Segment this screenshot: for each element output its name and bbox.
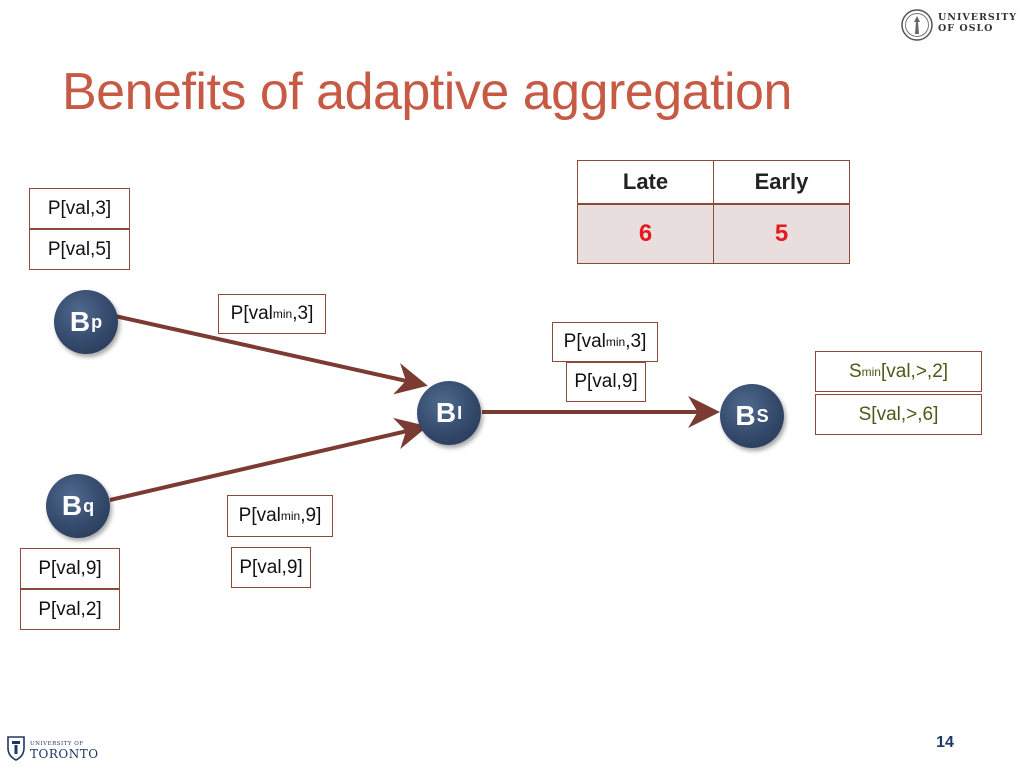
node-bq-base: B — [61, 490, 83, 521]
node-bp-sub: p — [91, 311, 103, 332]
node-bq-sub: q — [83, 495, 95, 516]
table-value-late: 6 — [577, 203, 714, 264]
oslo-seal-icon — [901, 9, 933, 41]
edge-pi-label-post: ,3] — [292, 303, 314, 324]
node-bs-sub: S — [756, 405, 769, 426]
edge-qi-label-sub: min — [280, 509, 301, 523]
bs-label-top-post: [val,>,2] — [880, 360, 949, 382]
table-row: 6 5 — [577, 203, 850, 264]
node-bi-sub: I — [457, 402, 463, 423]
toronto-crest-icon — [7, 736, 25, 761]
edge-qi-label-post: ,9] — [300, 505, 322, 526]
bq-label-top: P[val,9] — [20, 548, 120, 589]
slide-title: Benefits of adaptive aggregation — [62, 63, 792, 121]
toronto-small-text: UNIVERSITY OF — [30, 741, 84, 747]
table-header-late: Late — [577, 160, 714, 205]
bs-label-top-pre: S — [848, 360, 862, 382]
toronto-big-text: TORONTO — [30, 747, 99, 761]
university-of-toronto-logo: UNIVERSITY OF TORONTO — [6, 733, 106, 763]
node-bp-base: B — [69, 306, 91, 337]
bp-label-top: P[val,3] — [29, 188, 130, 229]
bs-label-bottom: S[val,>,6] — [815, 394, 982, 435]
edge-pi-label-pre: P[val — [230, 303, 273, 324]
page-number: 14 — [936, 734, 954, 751]
edge-is-label-post: ,3] — [625, 331, 647, 352]
table-value-early: 5 — [713, 203, 850, 264]
table-header-row: Late Early — [577, 160, 850, 205]
bq-label-bottom: P[val,2] — [20, 589, 120, 630]
oslo-line-1: UNIVERSITY — [938, 12, 1018, 23]
bp-label-bottom: P[val,5] — [29, 229, 130, 270]
edge-bq-to-bi — [109, 417, 428, 502]
oslo-line-2: OF OSLO — [938, 23, 994, 34]
edge-is-label-sub: min — [605, 335, 626, 349]
table-header-early: Early — [713, 160, 850, 205]
university-of-oslo-logo: UNIVERSITY OF OSLO — [900, 8, 1018, 42]
edge-is-label-pre: P[val — [563, 331, 606, 352]
edge-qi-label-pre: P[val — [238, 505, 281, 526]
edge-qi-label-bottom: P[val,9] — [231, 547, 311, 588]
node-bs-base: B — [735, 400, 756, 431]
bs-label-top-sub: min — [861, 364, 881, 379]
node-bi-base: B — [435, 397, 457, 428]
edge-bp-to-bi — [114, 314, 428, 395]
late-early-table: Late Early 6 5 — [577, 160, 850, 264]
edge-is-label-bottom: P[val,9] — [566, 362, 646, 402]
oslo-wordmark: UNIVERSITY OF OSLO — [938, 12, 1017, 34]
edge-pi-label-sub: min — [272, 307, 293, 321]
